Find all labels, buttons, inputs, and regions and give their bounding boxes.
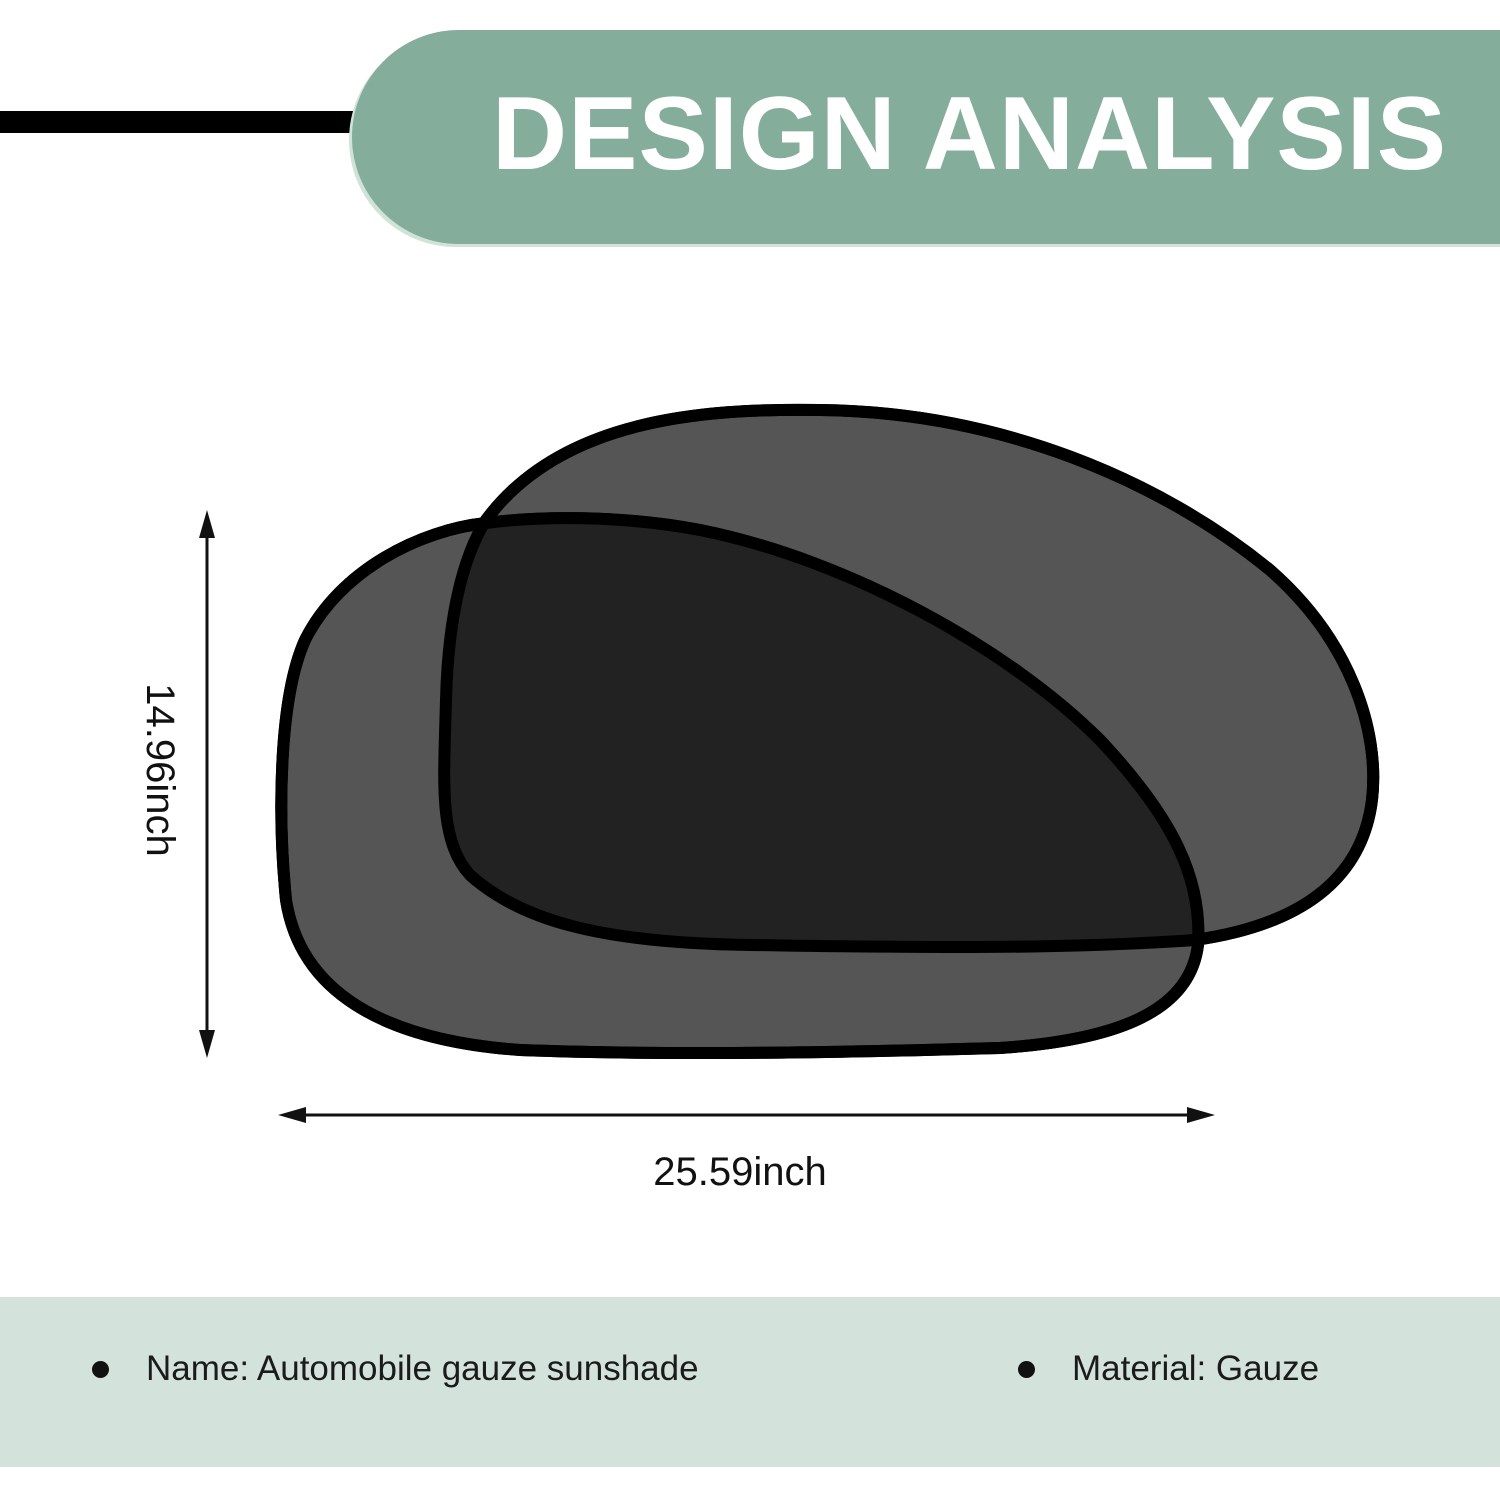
height-arrow-icon (199, 510, 215, 1058)
spec-material-text: Material: Gauze (1072, 1349, 1320, 1388)
spec-item-name: Name: Automobile gauze sunshade (92, 1349, 699, 1389)
bullet-dot-icon (1018, 1360, 1035, 1378)
bullet-dot-icon (92, 1360, 109, 1378)
width-dimension-label: 25.59inch (653, 1150, 827, 1194)
height-dimension-label: 14.96inch (138, 683, 182, 857)
spec-name-text: Name: Automobile gauze sunshade (146, 1349, 699, 1388)
spec-band: Name: Automobile gauze sunshade Material… (0, 1297, 1500, 1467)
spec-item-material: Material: Gauze (1018, 1349, 1319, 1389)
header-banner: DESIGN ANALYSIS (352, 30, 1500, 244)
sunshade-front-outline (275, 512, 1205, 1060)
sunshade-back-outline (438, 403, 1380, 954)
page-title: DESIGN ANALYSIS (492, 76, 1448, 192)
header-rule (0, 111, 360, 133)
width-arrow-icon (278, 1107, 1215, 1123)
